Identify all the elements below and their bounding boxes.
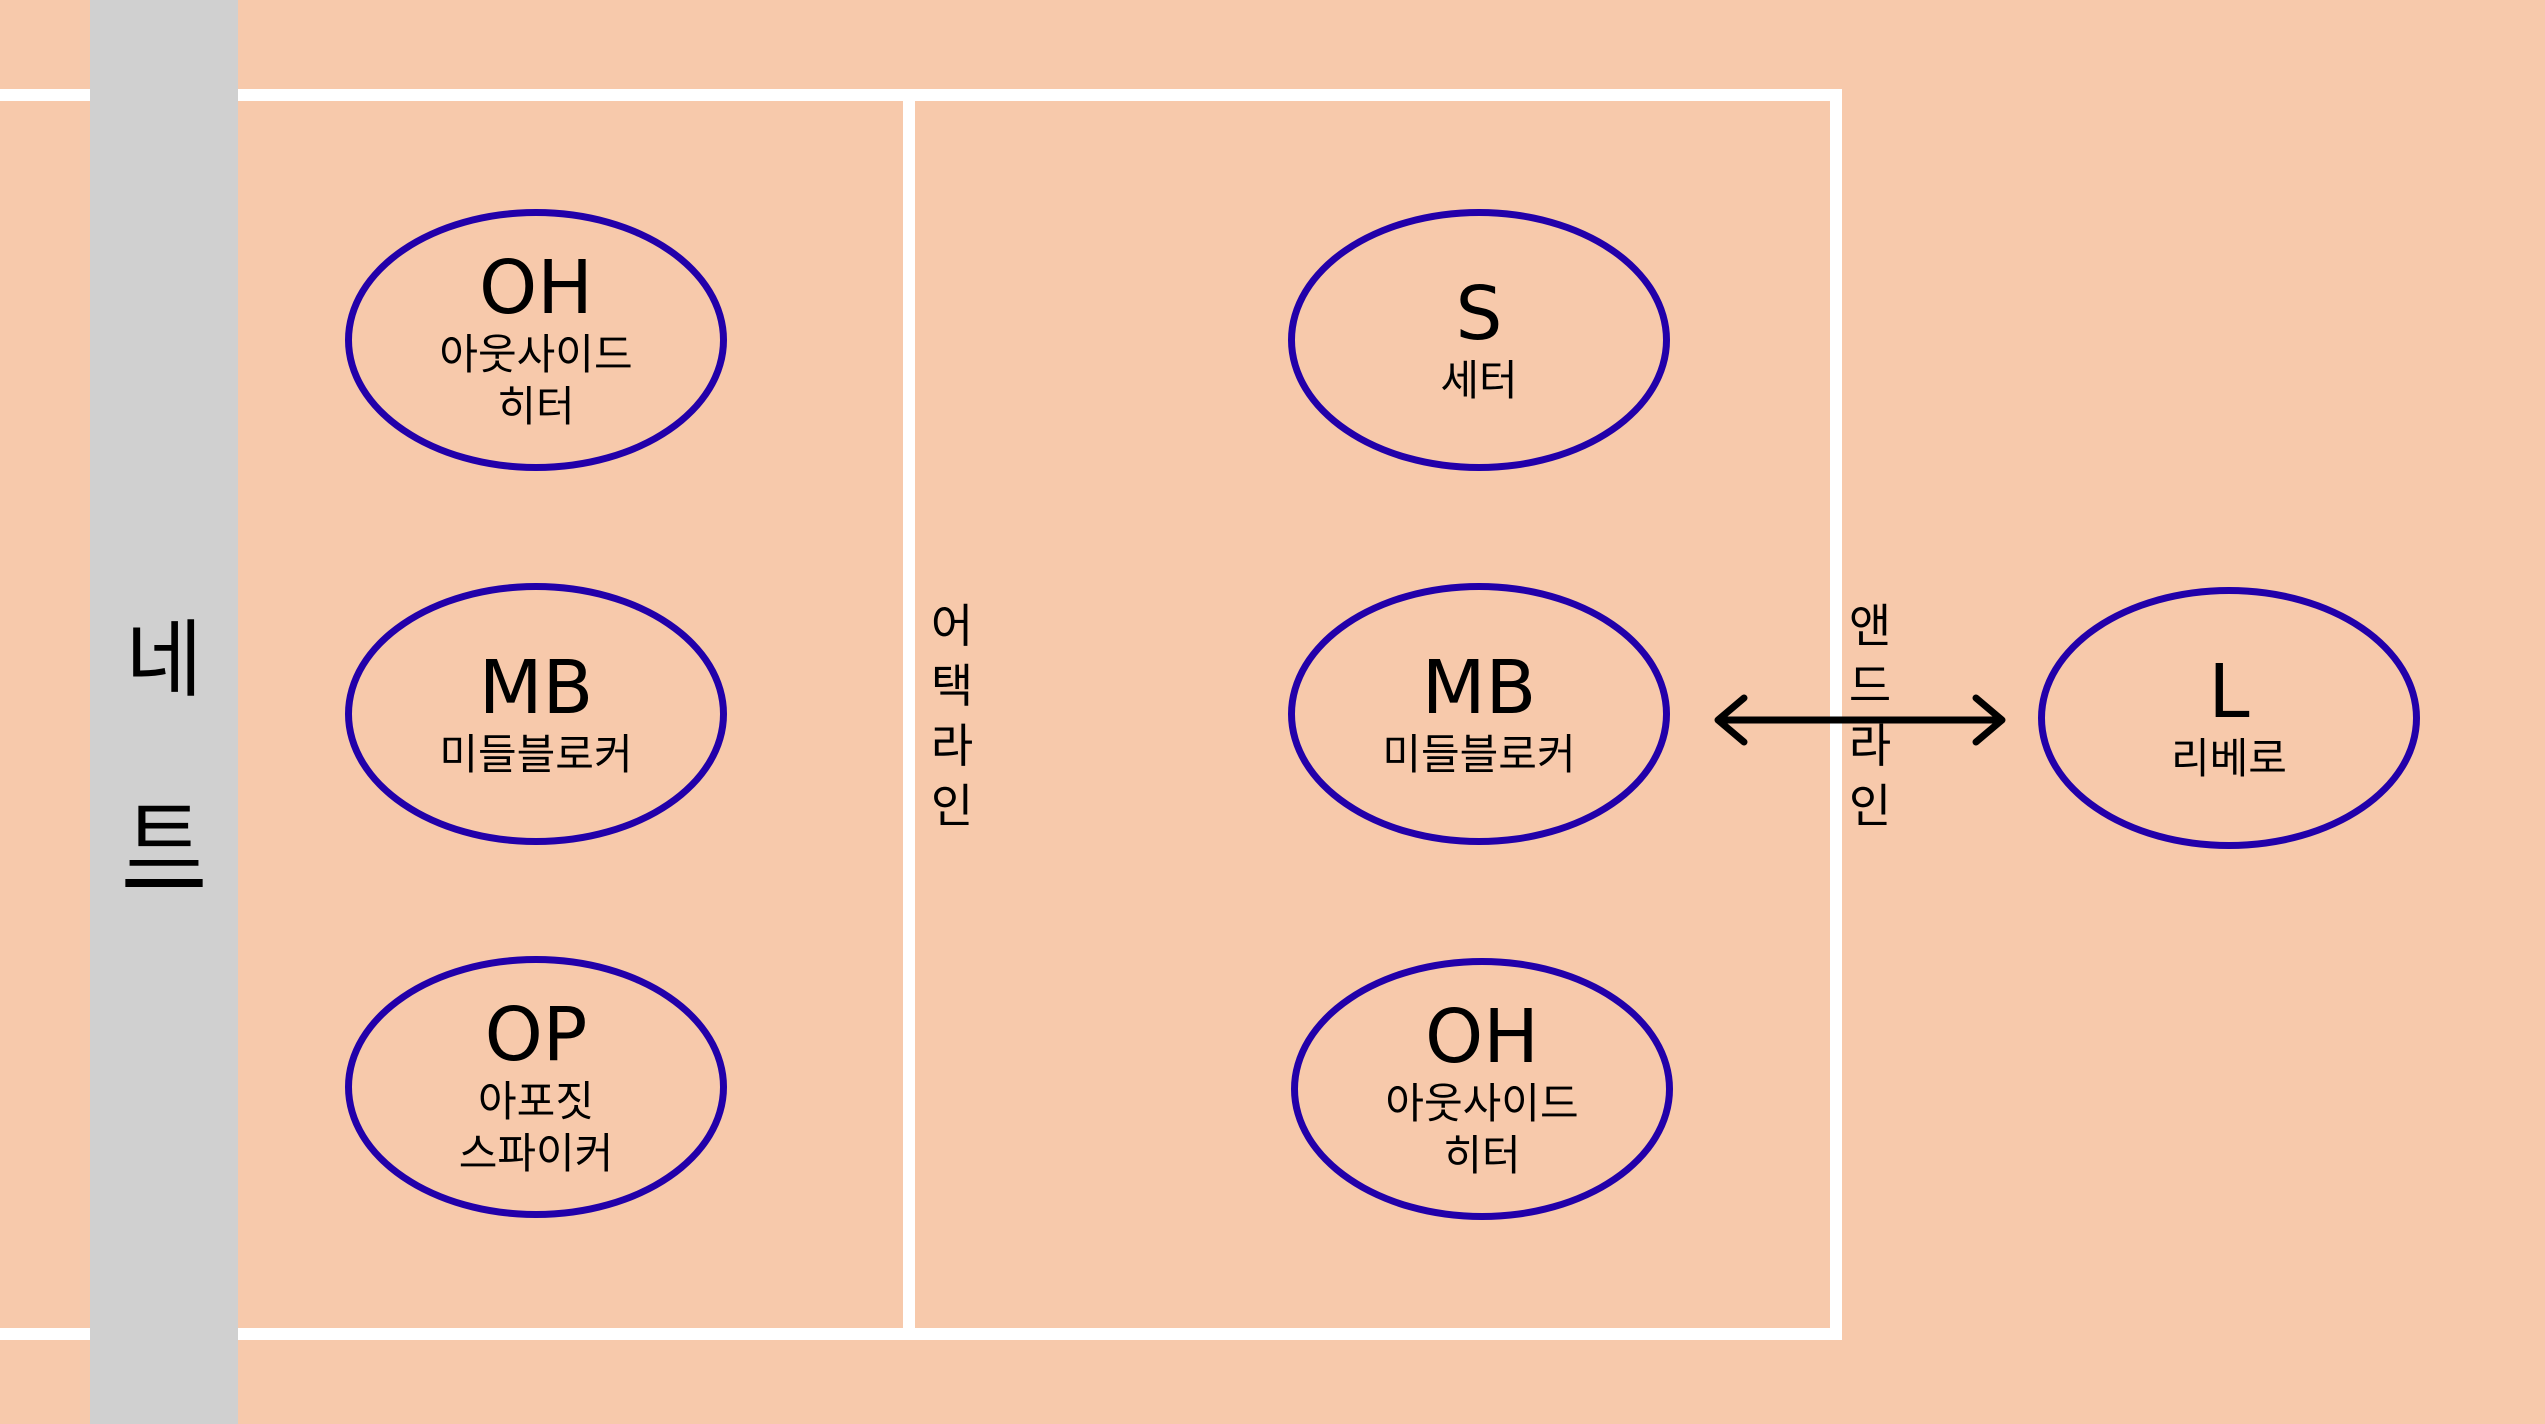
attack-line-label-char: 택	[930, 659, 974, 713]
end-line	[1830, 89, 1842, 1340]
end-line-label: 앤 드 라 인	[1830, 596, 1910, 836]
player-name: 미들블로커	[439, 730, 633, 779]
player-libero: L 리베로	[2038, 587, 2420, 849]
player-abbr: OP	[484, 992, 588, 1078]
player-setter: S 세터	[1288, 209, 1670, 471]
attack-line-label-char: 라	[930, 719, 974, 773]
player-name: 아웃사이드 히터	[1385, 1079, 1579, 1180]
player-abbr: L	[2208, 649, 2250, 735]
player-opposite-front: OP 아포짓 스파이커	[345, 956, 727, 1218]
net-label: 네 트	[90, 570, 238, 930]
net-label-char: 트	[125, 791, 203, 889]
attack-line-label-char: 인	[930, 779, 974, 833]
net-label-char: 네	[125, 611, 203, 709]
player-abbr: S	[1455, 271, 1503, 357]
player-name: 미들블로커	[1382, 730, 1576, 779]
sideline-top	[0, 89, 1842, 101]
sideline-bottom	[0, 1328, 1842, 1340]
player-middle-blocker-back: MB 미들블로커	[1288, 583, 1670, 845]
player-name: 아웃사이드 히터	[439, 330, 633, 431]
player-abbr: MB	[1421, 645, 1537, 731]
player-abbr: MB	[478, 645, 594, 731]
player-name: 세터	[1440, 356, 1518, 405]
player-middle-blocker-front: MB 미들블로커	[345, 583, 727, 845]
player-abbr: OH	[1425, 994, 1539, 1080]
attack-line	[903, 89, 915, 1340]
player-name: 리베로	[2171, 734, 2287, 783]
end-line-label-char: 드	[1848, 659, 1892, 713]
attack-line-label-char: 어	[930, 599, 974, 653]
player-outside-hitter-front: OH 아웃사이드 히터	[345, 209, 727, 471]
player-outside-hitter-back: OH 아웃사이드 히터	[1291, 958, 1673, 1220]
end-line-label-char: 인	[1848, 779, 1892, 833]
player-name: 아포짓 스파이커	[458, 1077, 614, 1178]
player-abbr: OH	[479, 245, 593, 331]
net	[90, 0, 238, 1424]
attack-line-label: 어 택 라 인	[912, 596, 992, 836]
double-arrow-icon	[1714, 694, 2006, 746]
end-line-label-char: 라	[1848, 719, 1892, 773]
end-line-label-char: 앤	[1848, 599, 1892, 653]
